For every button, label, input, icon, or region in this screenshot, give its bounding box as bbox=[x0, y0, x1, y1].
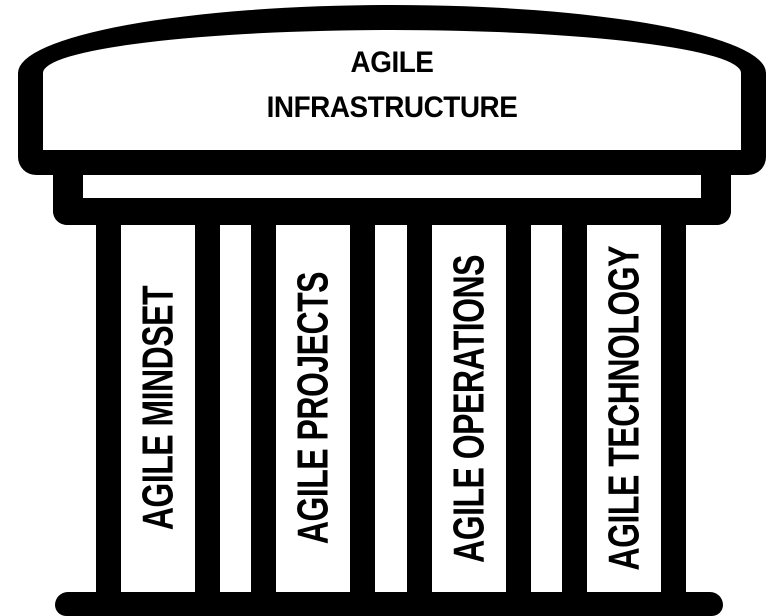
pillar-agile-operations: AGILE OPERATIONS bbox=[407, 225, 531, 592]
title-line-1: AGILE bbox=[350, 46, 434, 79]
pillar-agile-mindset: AGILE MINDSET bbox=[96, 225, 220, 592]
pillar-label: AGILE MINDSET bbox=[133, 286, 182, 531]
pillar-label: AGILE OPERATIONS bbox=[444, 254, 493, 563]
base-plinth bbox=[55, 592, 723, 616]
pillar-label: AGILE PROJECTS bbox=[288, 272, 337, 545]
roof-title: AGILE INFRASTRUCTURE bbox=[44, 40, 740, 130]
pillar-agile-technology: AGILE TECHNOLOGY bbox=[562, 225, 686, 592]
pillar-agile-projects: AGILE PROJECTS bbox=[251, 225, 375, 592]
title-line-2: INFRASTRUCTURE bbox=[266, 91, 518, 124]
pillar-label: AGILE TECHNOLOGY bbox=[599, 246, 648, 571]
architrave-beam bbox=[53, 175, 731, 225]
